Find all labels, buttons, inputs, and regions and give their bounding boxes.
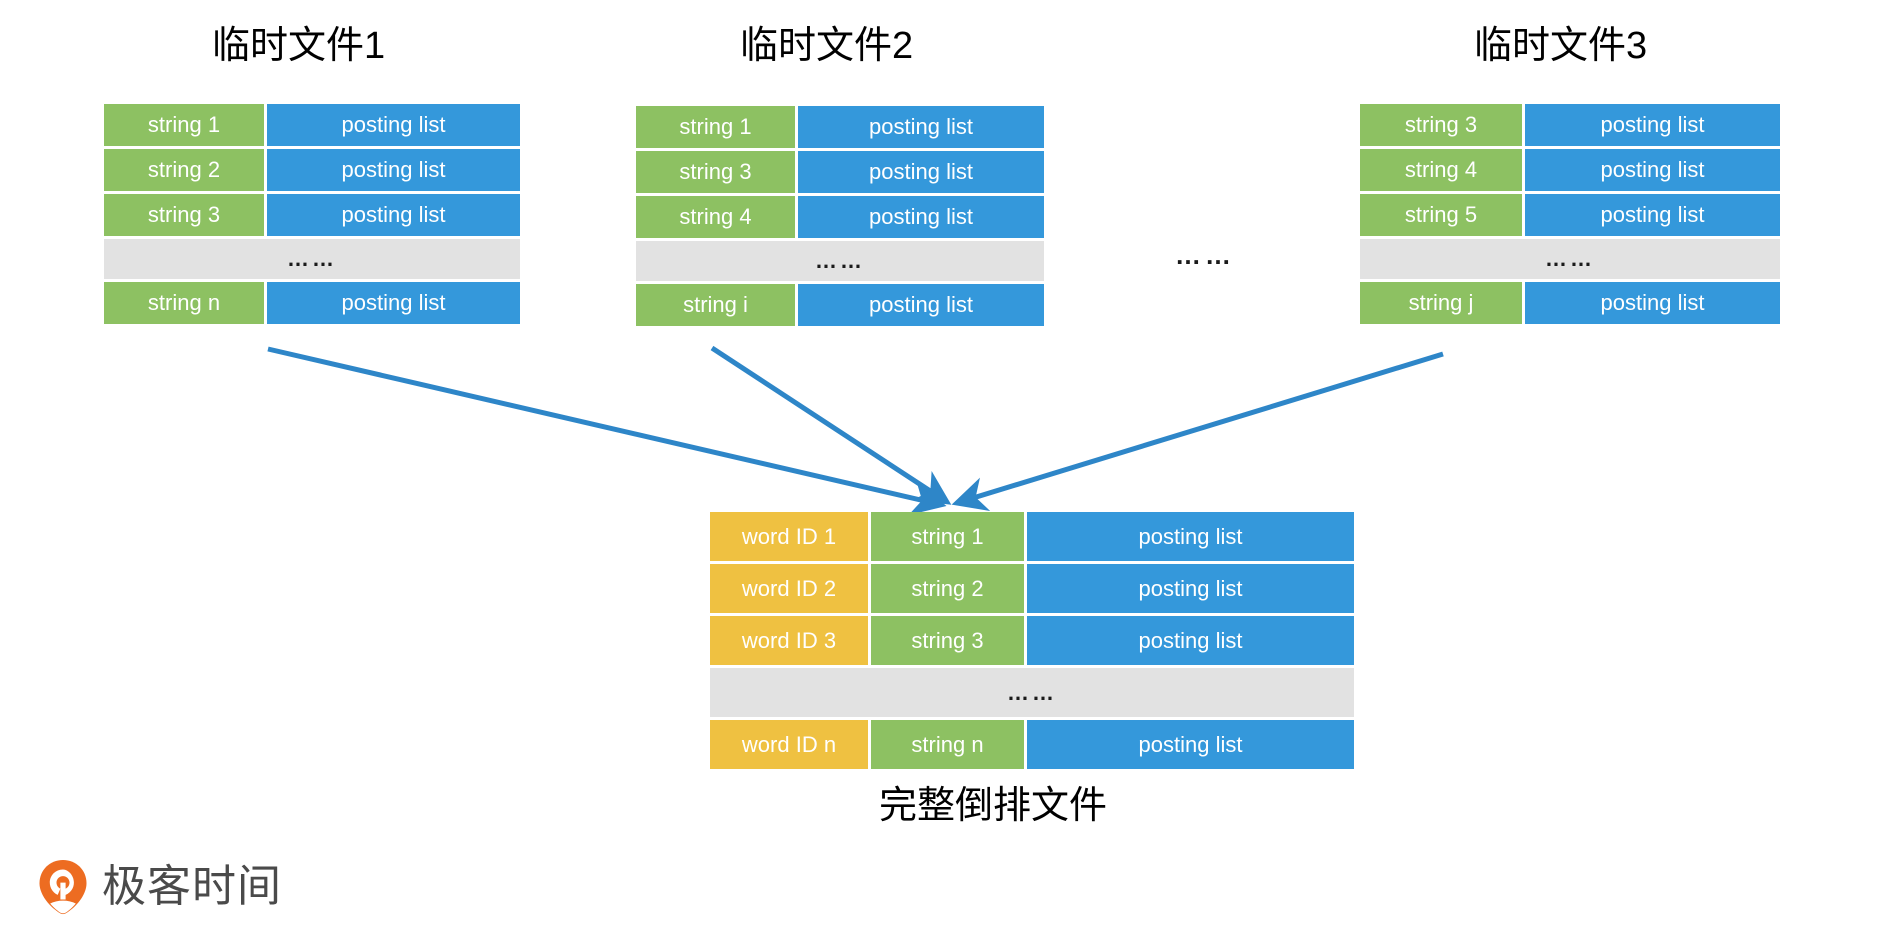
arrow-from-file-2 — [710, 345, 952, 505]
string-cell: string 2 — [871, 564, 1024, 613]
posting-list-cell: posting list — [267, 282, 520, 324]
logo-text: 极客时间 — [102, 862, 282, 911]
ellipsis-cell: …… — [104, 239, 520, 279]
word-id-cell: word ID 3 — [710, 616, 868, 665]
table-row-ellipsis: …… — [636, 241, 1044, 281]
merged-inverted-file-table: word ID 1 string 1 posting list word ID … — [710, 512, 1354, 769]
posting-list-cell: posting list — [267, 194, 520, 236]
table-row-ellipsis: …… — [1360, 239, 1780, 279]
posting-list-cell: posting list — [1525, 149, 1780, 191]
posting-list-cell: posting list — [1027, 720, 1354, 769]
table-row: string 3 posting list — [636, 151, 1044, 193]
string-cell: string n — [871, 720, 1024, 769]
word-id-cell: word ID 1 — [710, 512, 868, 561]
string-cell: string 3 — [871, 616, 1024, 665]
posting-list-cell: posting list — [1027, 512, 1354, 561]
posting-list-cell: posting list — [1525, 282, 1780, 324]
word-id-cell: word ID 2 — [710, 564, 868, 613]
string-cell: string 3 — [636, 151, 795, 193]
posting-list-cell: posting list — [1525, 194, 1780, 236]
string-cell: string 4 — [1360, 149, 1522, 191]
table-row: word ID 3 string 3 posting list — [710, 616, 1354, 665]
posting-list-cell: posting list — [798, 196, 1044, 238]
ellipsis-cell: …… — [636, 241, 1044, 281]
string-cell: string 1 — [871, 512, 1024, 561]
word-id-cell: word ID n — [710, 720, 868, 769]
table-row: string 1 posting list — [636, 106, 1044, 148]
arrow-from-file-1 — [267, 346, 947, 516]
temp-file-3-title: 临时文件3 — [1474, 25, 1648, 67]
string-cell: string 3 — [1360, 104, 1522, 146]
table-row: word ID 1 string 1 posting list — [710, 512, 1354, 561]
table-row: string i posting list — [636, 284, 1044, 326]
temp-file-1-title: 临时文件1 — [212, 25, 386, 67]
table-row-ellipsis: …… — [710, 668, 1354, 717]
table-row: string j posting list — [1360, 282, 1780, 324]
table-row: string 1 posting list — [104, 104, 520, 146]
table-row: string 3 posting list — [1360, 104, 1780, 146]
string-cell: string 3 — [104, 194, 264, 236]
posting-list-cell: posting list — [1027, 564, 1354, 613]
table-row: word ID 2 string 2 posting list — [710, 564, 1354, 613]
temp-file-2-table: string 1 posting list string 3 posting l… — [636, 106, 1044, 326]
posting-list-cell: posting list — [798, 106, 1044, 148]
ellipsis-cell: …… — [1360, 239, 1780, 279]
string-cell: string 2 — [104, 149, 264, 191]
posting-list-cell: posting list — [267, 104, 520, 146]
table-row: string n posting list — [104, 282, 520, 324]
temp-file-1-table: string 1 posting list string 2 posting l… — [104, 104, 520, 324]
posting-list-cell: posting list — [267, 149, 520, 191]
between-files-ellipsis: …… — [1175, 240, 1235, 270]
table-row: word ID n string n posting list — [710, 720, 1354, 769]
string-cell: string 5 — [1360, 194, 1522, 236]
string-cell: string j — [1360, 282, 1522, 324]
ellipsis-cell: …… — [710, 668, 1354, 717]
temp-file-3-table: string 3 posting list string 4 posting l… — [1360, 104, 1780, 324]
table-row-ellipsis: …… — [104, 239, 520, 279]
arrow-from-file-3 — [951, 351, 1444, 512]
brand-logo: 极客时间 — [36, 858, 282, 916]
geektime-pin-icon — [39, 860, 87, 915]
string-cell: string 1 — [104, 104, 264, 146]
merged-file-caption: 完整倒排文件 — [879, 785, 1108, 827]
posting-list-cell: posting list — [798, 151, 1044, 193]
table-row: string 3 posting list — [104, 194, 520, 236]
temp-file-2-title: 临时文件2 — [740, 25, 914, 67]
string-cell: string n — [104, 282, 264, 324]
posting-list-cell: posting list — [798, 284, 1044, 326]
posting-list-cell: posting list — [1027, 616, 1354, 665]
string-cell: string 1 — [636, 106, 795, 148]
table-row: string 4 posting list — [1360, 149, 1780, 191]
table-row: string 5 posting list — [1360, 194, 1780, 236]
string-cell: string i — [636, 284, 795, 326]
table-row: string 2 posting list — [104, 149, 520, 191]
table-row: string 4 posting list — [636, 196, 1044, 238]
posting-list-cell: posting list — [1525, 104, 1780, 146]
string-cell: string 4 — [636, 196, 795, 238]
